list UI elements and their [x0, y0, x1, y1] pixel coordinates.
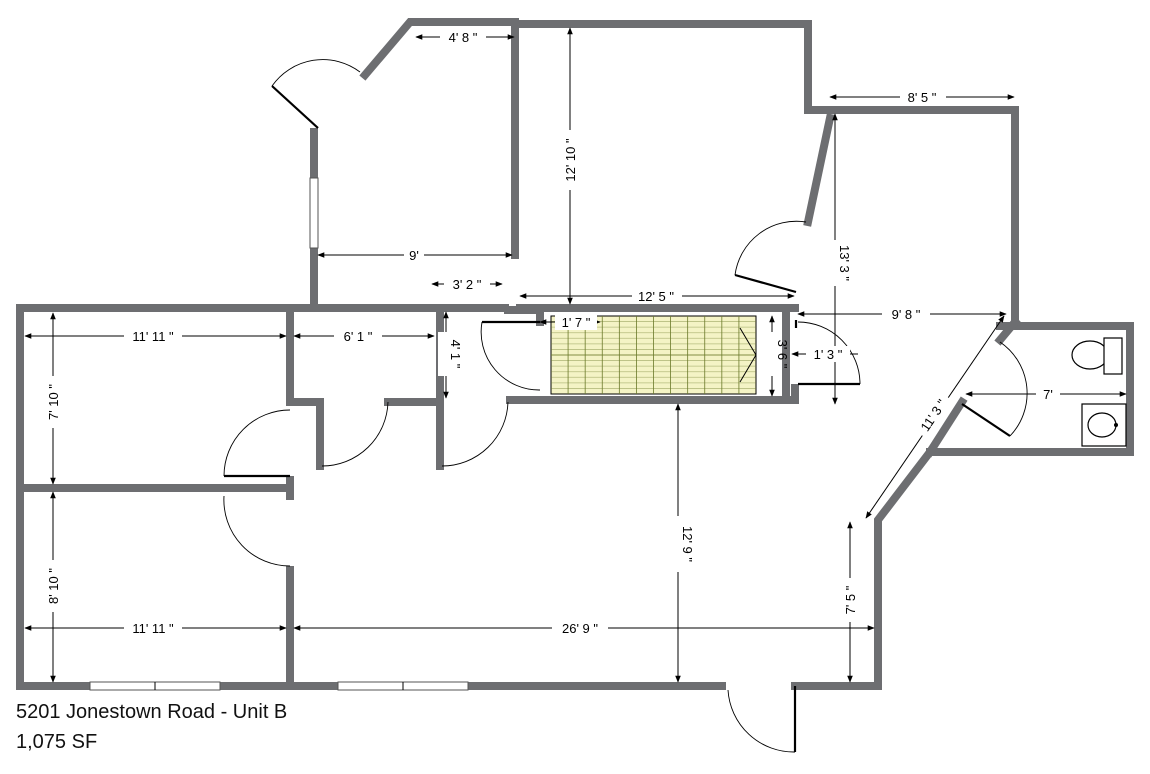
wall-upper-room [516, 20, 834, 114]
wall-top-entry [359, 18, 519, 259]
wall-upper-right-slant [803, 113, 835, 227]
windows [89, 177, 469, 691]
dim-stair-height: 3' 6 " [775, 340, 790, 369]
fixtures [1071, 337, 1127, 447]
dim-lower-right-height: 7' 5 " [843, 585, 858, 614]
door-stair-right-arc [797, 321, 861, 385]
dimension-labels: 4' 8 " 12' 10 " 8' 5 " 13' 3 " 9' 3' 2 "… [45, 29, 1060, 636]
dim-office-1-height: 7' 10 " [46, 384, 61, 420]
wall-upper-right [826, 106, 1019, 324]
door-office-2-arc [223, 495, 291, 567]
wall-diagonal [791, 446, 936, 690]
window-entry [309, 177, 319, 249]
walls [16, 18, 1134, 690]
caption-address: 5201 Jonestown Road - Unit B [16, 701, 288, 723]
door-closet-1-arc [321, 401, 389, 467]
sink-basin-icon [1087, 412, 1117, 438]
dim-closet-width: 6' 1 " [344, 329, 373, 344]
dim-stair-landing: 3' 2 " [453, 277, 482, 292]
dim-entry-width: 9' [409, 248, 419, 263]
dim-upper-right-width: 8' 5 " [908, 90, 937, 105]
dim-hall-right-width: 9' 8 " [892, 307, 921, 322]
dim-restroom-width: 7' [1043, 387, 1053, 402]
door-office-1-arc [223, 409, 291, 477]
dim-office-2-height: 8' 10 " [46, 568, 61, 604]
wall-office-vertical-top [286, 304, 324, 470]
door-closet-2-arc [441, 401, 509, 467]
door-stair-arc [480, 321, 541, 391]
dim-office-2-width: 11' 11 " [132, 621, 174, 636]
door-entry-leaf [271, 85, 319, 129]
dim-upper-right-height: 13' 3 " [837, 245, 852, 281]
dim-stair-depth: 1' 7 " [562, 315, 591, 330]
door-upper-right-arc [734, 220, 807, 276]
wall-stair-bottom [506, 384, 799, 404]
door-restroom-arc [999, 341, 1028, 437]
dim-stair-side: 1' 3 " [814, 347, 843, 362]
door-entry-arc [271, 59, 361, 87]
dim-main-width: 26' 9 " [562, 621, 598, 636]
toilet-icon [1071, 340, 1109, 370]
doors [223, 59, 1028, 753]
wall-stair-left-jamb [504, 306, 544, 326]
door-restroom-leaf [961, 403, 1011, 437]
dim-upper-room-width: 12' 5 " [638, 289, 674, 304]
dim-main-height: 12' 9 " [680, 526, 695, 562]
wall-closet [384, 398, 444, 470]
dim-top-entry-width: 4' 8 " [449, 30, 478, 45]
wall-bottom-left [16, 304, 726, 690]
door-upper-right-leaf [734, 273, 797, 294]
dim-closet-height: 4' 1 " [448, 340, 463, 369]
toilet-tank-icon [1103, 337, 1123, 375]
caption-area: 1,075 SF [16, 731, 98, 753]
dim-upper-room-height: 12' 10 " [563, 138, 578, 182]
door-exit-arc [727, 689, 796, 753]
wall-restroom [926, 322, 1134, 456]
dim-office-1-width: 11' 11 " [132, 329, 174, 344]
